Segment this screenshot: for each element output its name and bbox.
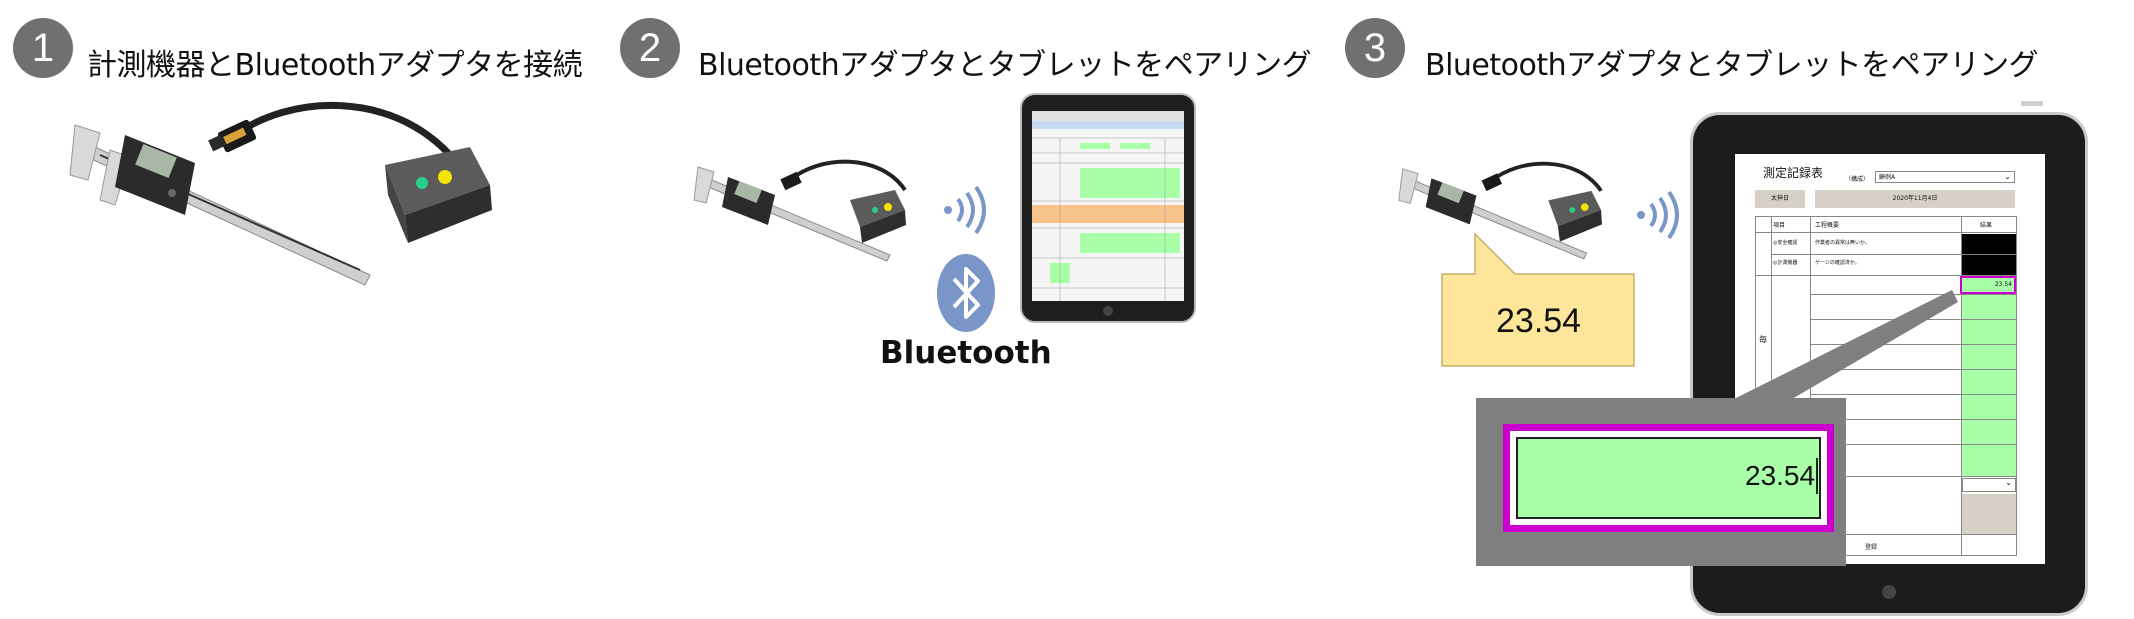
zoomed-input-cell[interactable] (1503, 424, 1834, 532)
row-item-1: ◎安全確認 (1773, 240, 1798, 246)
footer-label: 登録 (1865, 544, 1878, 551)
row-desc-2: ゲージの確認済か。 (1815, 260, 1860, 266)
callout-value: 23.54 (1496, 302, 1582, 340)
digital-caliper (69, 124, 371, 286)
result-column-green[interactable] (1962, 276, 2016, 476)
form-table-border (1755, 216, 2017, 556)
date-label: 太神日 (1755, 190, 1805, 208)
zoom-connector (1720, 290, 1958, 406)
form-selector-value: 顧例A (1879, 174, 1896, 181)
tablet-camera (2021, 101, 2043, 106)
form-title: 測定記録表 (1763, 166, 1824, 180)
step-3-wireless-signal-icon (1637, 190, 1679, 240)
wireless-signal-icon (944, 185, 986, 235)
active-result-cell[interactable]: 23.54 (1960, 276, 2016, 294)
col-header-item: 項目 (1773, 222, 1786, 229)
col-header-result: 結果 (1980, 222, 1993, 229)
step-2-tablet (1020, 93, 1196, 323)
step-3-number: 3 (1345, 18, 1405, 78)
step-2-title: Bluetoothアダプタとタブレットをペアリング (698, 48, 1312, 83)
bluetooth-adapter (385, 147, 492, 243)
chevron-down-icon: ⌄ (2005, 478, 2012, 487)
chevron-down-icon: ⌄ (2004, 172, 2011, 181)
cable-connector (208, 119, 257, 153)
date-value: 2020年11月4日 (1815, 190, 2015, 208)
step-1-number: 1 (13, 18, 73, 78)
active-result-value: 23.54 (1994, 281, 2012, 288)
value-callout-bubble (1441, 232, 1635, 367)
step-2-number: 2 (620, 18, 680, 78)
row-result-2[interactable] (1962, 255, 2016, 275)
form-selector[interactable]: 顧例A ⌄ (1875, 171, 2015, 183)
text-cursor (1816, 458, 1818, 494)
row-result-1[interactable] (1962, 234, 2016, 254)
step-1-title: 計測機器とBluetoothアダプタを接続 (87, 48, 583, 83)
row-desc-1: 作業者の異常は無いか。 (1815, 240, 1870, 246)
step-3-title: Bluetoothアダプタとタブレットをペアリング (1425, 48, 2039, 83)
step-2-caliper-illustration (693, 159, 907, 262)
form-subtitle: （構成） (1845, 176, 1870, 183)
tablet-screen: 測定記録表 （構成） 顧例A ⌄ 太神日 2020年11月4日 項目 工程概要 … (1735, 154, 2045, 564)
lower-dropdown[interactable]: ⌄ (1962, 478, 2016, 492)
bluetooth-label: Bluetooth (880, 335, 1052, 371)
zoomed-value: 23.54 (1745, 460, 1816, 491)
side-char-1: 毎 (1759, 335, 1767, 344)
lower-gray-cell (1962, 494, 2016, 534)
row-item-2: ◎計測機器 (1773, 260, 1798, 266)
step-1-illustration (69, 101, 492, 286)
col-header-process: 工程概要 (1815, 222, 1840, 229)
bluetooth-icon (937, 254, 995, 332)
tablet-home-button (1882, 585, 1896, 599)
step-3-caliper-illustration (1398, 161, 1603, 260)
